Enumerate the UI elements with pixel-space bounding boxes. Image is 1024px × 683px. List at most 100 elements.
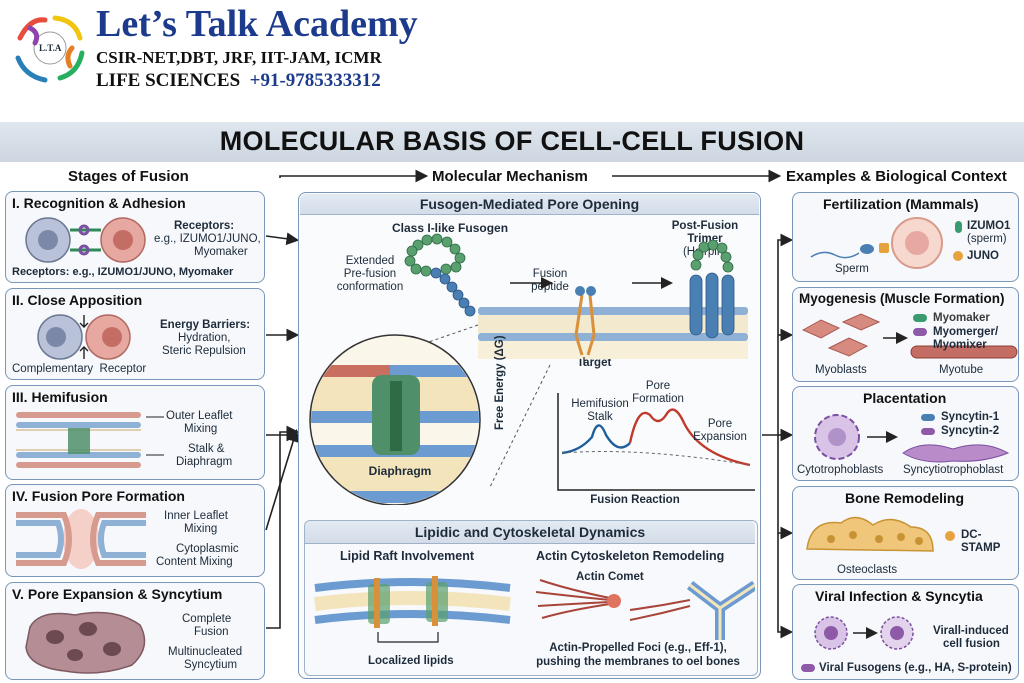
actin-comet-label: Actin Comet xyxy=(576,571,644,583)
example-bone-panel: Bone Remodeling DC-STAMP Osteoclasts xyxy=(792,486,1019,580)
energy-xlabel: Fusion Reaction xyxy=(590,494,680,506)
viral-fusion-label-2: cell fusion xyxy=(943,638,1000,650)
syncytin1-icon xyxy=(921,414,935,421)
brand-contact: LIFE SCIENCES +91-9785333312 xyxy=(96,70,381,92)
stage-4-label-1a: Inner Leaflet xyxy=(164,510,228,522)
viral-fusogen-icon xyxy=(801,664,815,672)
syncytium-illustration xyxy=(25,611,146,674)
extended-label-2: Pre-fusion xyxy=(343,268,397,280)
dcstamp-icon xyxy=(945,531,955,541)
syncytin1-label: Syncytin-1 xyxy=(941,411,1000,423)
column-header-stages: Stages of Fusion xyxy=(68,168,189,185)
stage-5-title: V. Pore Expansion & Syncytium xyxy=(12,586,223,602)
stage-1-title: I. Recognition & Adhesion xyxy=(12,195,186,211)
dcstamp-label: DC-STAMP xyxy=(961,529,1001,554)
sperm-egg-illustration xyxy=(810,217,943,269)
stage-1-receptors-text: e.g., IZUMO1/JUNO, xyxy=(154,233,261,245)
izumo1-label: IZUMO1 xyxy=(967,220,1011,232)
myomerger-label-1: Myomerger/ xyxy=(933,326,999,338)
stage-2-title: II. Close Apposition xyxy=(12,292,143,308)
cytotrophoblasts-label: Cytotrophoblasts xyxy=(797,464,884,476)
academy-logo: L.T.A xyxy=(10,8,90,88)
myoblast-illustration xyxy=(801,313,1018,359)
stage-2-energy-2: Steric Repulsion xyxy=(162,345,246,357)
example-viral-panel: Viral Infection & Syncytia Virall-induce… xyxy=(792,584,1019,680)
pore-formation-label-1: Pore xyxy=(645,380,671,392)
stage-5-panel: V. Pore Expansion & Syncytium Complete F… xyxy=(5,582,265,680)
bone-title: Bone Remodeling xyxy=(845,490,965,506)
example-placentation-panel: Placentation Syncytin-1 Syncytin-2 Cytot… xyxy=(792,386,1019,481)
energy-ylabel: Free Energy (ΔG) xyxy=(494,335,506,430)
brand-phone: +91-9785333312 xyxy=(249,70,381,91)
logo-text: L.T.A xyxy=(39,43,62,53)
viral-fusion-label-1: Virall-induced xyxy=(933,625,1009,637)
lipid-raft-illustration xyxy=(314,576,511,643)
syncytin2-label: Syncytin-2 xyxy=(941,425,1000,437)
stage-5-label-1a: Complete xyxy=(182,613,232,625)
stage-4-label-2a: Cytoplasmic xyxy=(176,543,239,555)
stage-3-label-2b: Diaphragm xyxy=(176,456,233,468)
diaphragm-label: Diaphragm xyxy=(368,464,432,478)
lipid-panel-title: Lipidic and Cytoskeletal Dynamics xyxy=(305,521,755,544)
stage-3-title: III. Hemifusion xyxy=(12,389,108,405)
syncytiotrophoblast-label: Syncytiotrophoblast xyxy=(903,464,1004,476)
target-label: Target xyxy=(577,357,612,369)
viral-fusogens-label: Viral Fusogens (e.g., HA, S-protein) xyxy=(819,662,1012,674)
placentation-title: Placentation xyxy=(863,390,947,406)
brand-name: Let’s Talk Academy xyxy=(96,3,418,45)
brand-exams: CSIR-NET,DBT, JRF, IIT-JAM, ICMR xyxy=(96,48,382,67)
izumo1-swatch xyxy=(955,221,962,233)
osteoclasts-label: Osteoclasts xyxy=(837,564,898,576)
stage-1-panel: I. Recognition & Adhesion Receptors: e.g… xyxy=(5,191,265,283)
osteoclast-illustration xyxy=(806,516,934,552)
hemi-label-2: Stalk xyxy=(587,411,613,423)
actin-caption-1: Actin-Propelled Foci (e.g., Eff-1), xyxy=(549,642,727,654)
myotube-label: Myotube xyxy=(939,364,984,376)
title-band xyxy=(0,122,1024,162)
lipid-raft-title: Lipid Raft Involvement xyxy=(340,549,475,563)
stage-4-label-2b: Content Mixing xyxy=(156,556,233,568)
stage-2-panel: II. Close Apposition Energy Barriers: Hy… xyxy=(5,288,265,380)
izumo1-sub: (sperm) xyxy=(967,233,1007,245)
stage-2-energy-1: Hydration, xyxy=(178,332,231,344)
virus-illustration xyxy=(814,616,914,650)
pore-expansion-label-1: Pore xyxy=(707,418,733,430)
myogenesis-title: Myogenesis (Muscle Formation) xyxy=(799,291,1005,306)
extended-label-1: Extended xyxy=(345,255,395,267)
column-header-mechanism: Molecular Mechanism xyxy=(432,168,588,185)
localized-lipids-label: Localized lipids xyxy=(368,655,454,667)
trophoblast-illustration xyxy=(814,414,1010,463)
stage-5-label-2a: Multinucleated xyxy=(168,646,243,658)
fusogen-panel-title: Fusogen-Mediated Pore Opening xyxy=(300,194,759,215)
stage-3-label-1b: Mixing xyxy=(184,423,218,435)
myomerger-icon xyxy=(913,328,927,336)
post-fusion-label-1: Post-Fusion xyxy=(671,220,739,232)
fertilization-title: Fertilization (Mammals) xyxy=(823,196,979,212)
sperm-label: Sperm xyxy=(835,263,869,275)
fusogen-illustration xyxy=(309,233,755,505)
stage-4-title: IV. Fusion Pore Formation xyxy=(12,488,185,504)
myomaker-icon xyxy=(913,314,927,322)
close-apposition-illustration xyxy=(37,314,131,360)
stage-3-panel: III. Hemifusion Outer Leaflet Mixing Sta… xyxy=(5,385,265,480)
stage-5-label-1b: Fusion xyxy=(194,626,229,638)
stage-4-panel: IV. Fusion Pore Formation Inner Leaflet … xyxy=(5,484,265,577)
energy-chart xyxy=(557,393,755,491)
fusion-pore-illustration xyxy=(16,509,146,569)
viral-title: Viral Infection & Syncytia xyxy=(815,588,983,604)
actin-title: Actin Cytoskeleton Remodeling xyxy=(536,549,725,563)
stage-2-footer: Complementary Receptor xyxy=(12,363,147,375)
stage-4-label-1b: Mixing xyxy=(184,523,218,535)
extended-label-3: conformation xyxy=(336,281,404,293)
stage-3-label-2a: Stalk & xyxy=(188,443,225,455)
actin-caption-2: pushing the membranes to oel bones xyxy=(536,656,740,668)
hemi-label-1: Hemifusion xyxy=(571,398,629,410)
juno-label: JUNO xyxy=(967,250,999,262)
syncytin2-icon xyxy=(921,428,935,435)
stage-1-footer: Receptors: e.g., IZUMO1/JUNO, Myomaker xyxy=(12,266,234,278)
pore-expansion-label-2: Expansion xyxy=(693,431,747,443)
pore-formation-label-2: Formation xyxy=(632,393,684,405)
myomaker-label: Myomaker xyxy=(933,312,990,324)
column-header-examples: Examples & Biological Context xyxy=(786,168,1007,185)
